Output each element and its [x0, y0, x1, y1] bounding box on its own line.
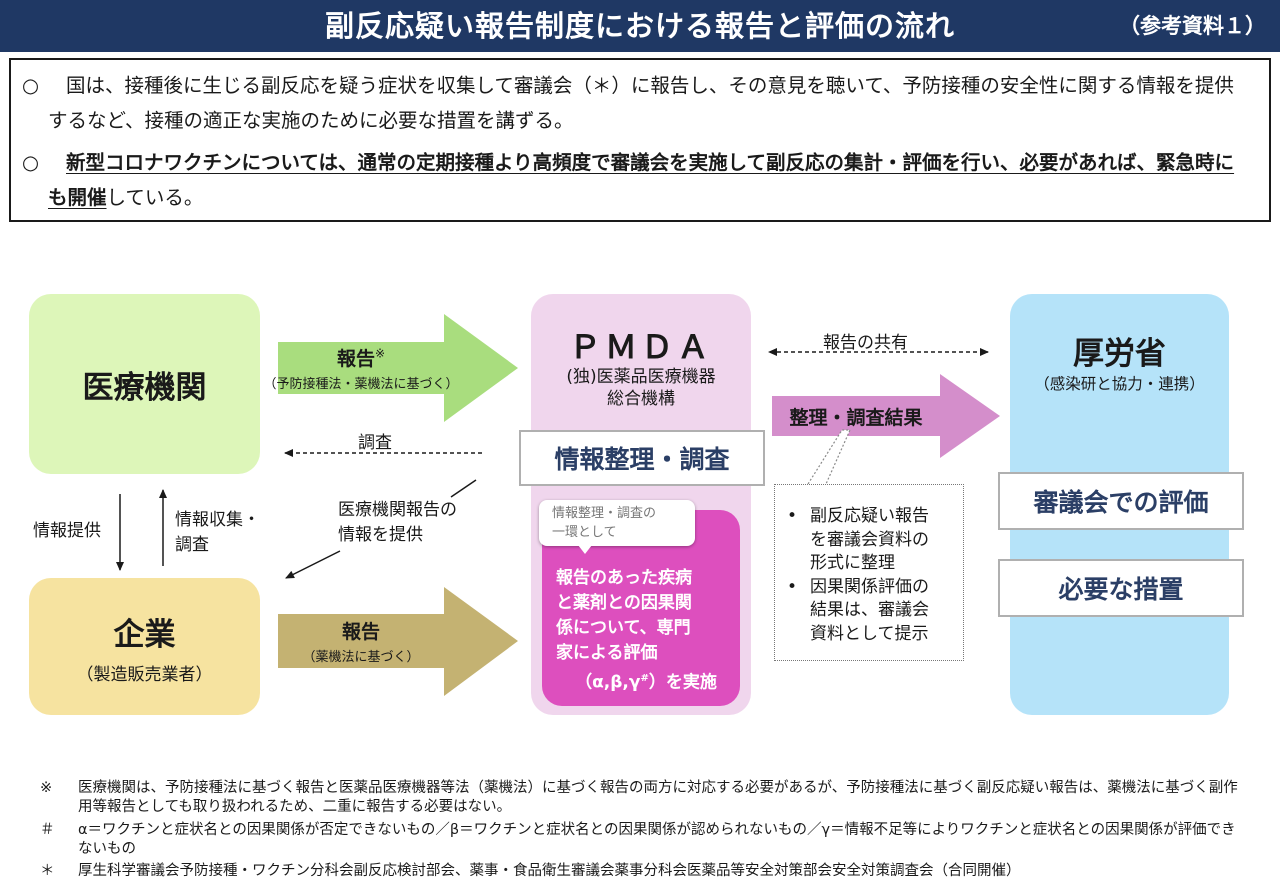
- survey-label: 調査: [358, 433, 392, 453]
- intro-box: ○ 国は、接種後に生じる副反応を疑う症状を収集して審議会（＊）に報告し、その意見…: [9, 58, 1271, 222]
- pmda-subtitle: (独)医薬品医療機器 総合機構: [531, 366, 751, 410]
- pmda-title: ＰＭＤＡ: [568, 328, 713, 366]
- mhlw-title: 厚労省: [1073, 336, 1166, 372]
- report-arrow-bottom-label: 報告 （薬機法に基づく）: [278, 614, 444, 668]
- intro-paragraph-1: ○ 国は、接種後に生じる副反応を疑う症状を収集して審議会（＊）に報告し、その意見…: [11, 68, 1251, 138]
- necessary-measures-box: 必要な措置: [998, 559, 1244, 617]
- eval-footnote-mark: #: [640, 673, 649, 684]
- info-collect-label: 情報収集・ 調査: [175, 508, 260, 558]
- footnote-1-mark: ※: [40, 780, 53, 796]
- council-evaluation-box: 審議会での評価: [998, 472, 1244, 530]
- result-arrow: [772, 374, 1000, 458]
- callout-line-1: 情報整理・調査の: [552, 506, 657, 521]
- note-2-line-1: 因果関係評価の: [810, 576, 929, 597]
- report-basis-bottom: （薬機法に基づく）: [302, 650, 420, 665]
- note-2-line-3: 資料として提示: [810, 623, 929, 644]
- med-report-info-label: 医療機関報告の 情報を提供: [338, 498, 457, 548]
- pmda-subtitle-line-2: 総合機構: [607, 389, 675, 409]
- report-label-bottom: 報告: [341, 621, 380, 643]
- med-report-info-arrow-top: [450, 479, 477, 498]
- bullet-circle: ○: [22, 151, 40, 174]
- info-collect-line-1: 情報収集・: [175, 510, 260, 530]
- eval-end: ）を実施: [648, 672, 717, 693]
- results-notes-box: • 副反応疑い報告 を審議会資料の 形式に整理 • 因果関係評価の 結果は、審議…: [774, 484, 964, 661]
- company-subtitle: （製造販売業者）: [76, 664, 213, 685]
- report-footnote-mark: ※: [374, 346, 386, 361]
- callout-bubble: 情報整理・調査の 一環として: [539, 500, 695, 546]
- footnote-2: ＃ α＝ワクチンと症状名との因果関係が否定できないもの／β＝ワクチンと症状名との…: [40, 821, 1240, 859]
- med-report-line-2: 情報を提供: [338, 525, 423, 545]
- reference-label: （参考資料１）: [1119, 14, 1266, 38]
- note-1-line-2: を審議会資料の: [810, 529, 929, 550]
- intro-text-1: 国は、接種後に生じる副反応を疑う症状を収集して審議会（＊）に報告し、その意見を聴…: [48, 74, 1234, 132]
- pmda-subtitle-line-1: (独)医薬品医療機器: [566, 367, 716, 387]
- company-title: 企業: [113, 616, 176, 653]
- share-label: 報告の共有: [823, 333, 908, 353]
- footnote-3-mark: ＊: [40, 863, 55, 879]
- intro-text-2-emphasis: 新型コロナワクチンについては、通常の定期接種より高頻度で審議会を実施して副反応の…: [48, 151, 1235, 209]
- intro-text-2: 新型コロナワクチンについては、通常の定期接種より高頻度で審議会を実施して副反応の…: [48, 145, 1251, 215]
- eval-line-3: 係について、専門: [556, 618, 691, 638]
- results-note-1: • 副反応疑い報告 を審議会資料の 形式に整理: [783, 505, 963, 576]
- eval-line-2: と薬剤との因果関: [556, 593, 692, 613]
- medical-institution-box: 医療機関: [29, 294, 260, 474]
- eval-line-5: （α,β,γ#）を実施: [556, 666, 736, 696]
- eval-greek: （α,β,γ: [575, 672, 641, 693]
- header-bar: [0, 0, 1280, 52]
- report-label: 報告: [336, 348, 375, 370]
- med-report-line-1: 医療機関報告の: [338, 500, 457, 520]
- footnote-2-mark: ＃: [40, 822, 55, 838]
- info-provide-label: 情報提供: [33, 521, 101, 541]
- report-arrow-top: [278, 314, 518, 422]
- footnote-1-text: 医療機関は、予防接種法に基づく報告と医薬品医療機器等法（薬機法）に基づく報告の両…: [78, 780, 1238, 815]
- bullet-circle: ○: [22, 74, 40, 97]
- intro-text-2-rest: している。: [106, 186, 204, 209]
- expert-evaluation-text: 報告のあった疾病 と薬剤との因果関 係について、専門 家による評価 （α,β,γ…: [556, 566, 736, 696]
- note-1-line-1: 副反応疑い報告: [810, 506, 929, 526]
- mhlw-subtitle: （感染研と協力・連携）: [1034, 375, 1205, 393]
- intro-paragraph-2: ○ 新型コロナワクチンについては、通常の定期接種より高頻度で審議会を実施して副反…: [11, 145, 1251, 215]
- results-note-2: • 因果関係評価の 結果は、審議会 資料として提示: [783, 576, 963, 647]
- footnote-3: ＊ 厚生科学審議会予防接種・ワクチン分科会副反応検討部会、薬事・食品衛生審議会薬…: [40, 862, 1240, 881]
- report-arrow-bottom: [278, 587, 518, 696]
- info-collect-line-2: 調査: [175, 535, 209, 555]
- report-basis: （予防接種法・薬機法に基づく）: [263, 377, 459, 392]
- note-bullet: •: [787, 506, 798, 526]
- callout-pointer: [807, 429, 851, 485]
- footnote-3-text: 厚生科学審議会予防接種・ワクチン分科会副反応検討部会、薬事・食品衛生審議会薬事分…: [78, 863, 1021, 879]
- footnote-2-text: α＝ワクチンと症状名との因果関係が否定できないもの／β＝ワクチンと症状名との因果…: [78, 822, 1236, 857]
- company-box: 企業 （製造販売業者）: [29, 578, 260, 715]
- medical-institution-title: 医療機関: [82, 369, 207, 406]
- callout-line-2: 一環として: [552, 525, 617, 540]
- page-title: 副反応疑い報告制度における報告と評価の流れ: [324, 9, 955, 43]
- callout-tail: [578, 545, 592, 554]
- eval-line-1: 報告のあった疾病: [556, 568, 692, 588]
- eval-line-4: 家による評価: [556, 643, 658, 663]
- result-arrow-label: 整理・調査結果: [789, 406, 923, 429]
- report-arrow-top-label: 報告※ （予防接種法・薬機法に基づく）: [264, 342, 459, 394]
- med-report-info-arrow: [285, 550, 341, 579]
- footnote-1: ※ 医療機関は、予防接種法に基づく報告と医薬品医療機器等法（薬機法）に基づく報告…: [40, 779, 1240, 817]
- note-bullet: •: [787, 576, 798, 597]
- note-1-line-3: 形式に整理: [810, 553, 895, 573]
- note-2-line-2: 結果は、審議会: [810, 600, 929, 620]
- pmda-task-box: 情報整理・調査: [519, 430, 765, 486]
